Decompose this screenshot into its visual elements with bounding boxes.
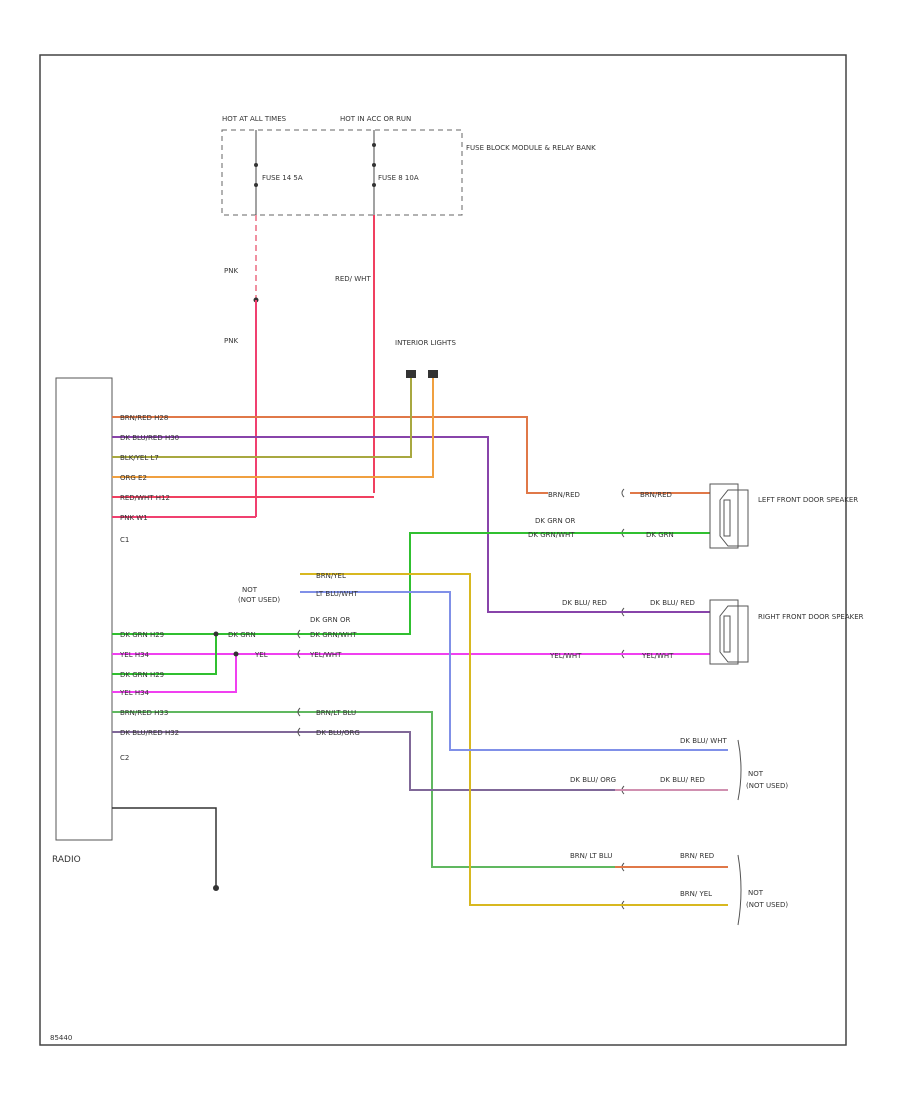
brn-yel-wire bbox=[300, 573, 615, 906]
c1-pin-4: ORG E2 bbox=[120, 474, 147, 482]
c2-pin-3: DK GRN H29 bbox=[120, 671, 164, 679]
brn-red-right-label: BRN/ RED bbox=[680, 852, 714, 860]
c2-pin-4: YEL H34 bbox=[119, 689, 150, 697]
connector-marks bbox=[297, 488, 625, 910]
dk-blu-org-right-label: DK BLU/ ORG bbox=[570, 776, 616, 784]
yel-splice-dot bbox=[233, 651, 239, 657]
lf-brn-red-right: BRN/RED bbox=[640, 491, 672, 499]
footer-code: 85440 bbox=[50, 1034, 72, 1042]
fuse-block-label: FUSE BLOCK MODULE & RELAY BANK bbox=[466, 144, 596, 152]
pnk-lower-label: PNK bbox=[224, 337, 238, 345]
lf-dk-grn: DK GRN bbox=[646, 531, 674, 539]
dk-blu-red-right-label: DK BLU/ RED bbox=[660, 776, 705, 784]
right-speaker-label: RIGHT FRONT DOOR SPEAKER bbox=[758, 613, 864, 621]
right-speaker-symbol bbox=[709, 599, 749, 665]
c2-label: C2 bbox=[120, 754, 129, 762]
lt-blu-wht-label: LT BLU/WHT bbox=[316, 590, 358, 598]
dk-blu-org-label: DK BLU/ORG bbox=[316, 729, 360, 737]
lf-dk-grn-or: DK GRN OR bbox=[535, 517, 575, 525]
c2-pin-1: DK GRN H29 bbox=[120, 631, 164, 639]
not-used-3-label: (NOT USED) bbox=[746, 901, 788, 909]
c1-brn-red-wire bbox=[112, 416, 548, 494]
fuse-block-box bbox=[221, 129, 463, 216]
c2-dk-blu-red-wire bbox=[112, 731, 615, 791]
c1-pin-1: BRN/RED H28 bbox=[120, 414, 168, 422]
dk-blu-wht-label: DK BLU/ WHT bbox=[680, 737, 727, 745]
hot-acc-run-label: HOT IN ACC OR RUN bbox=[340, 115, 411, 123]
fuse-14-symbol bbox=[254, 130, 258, 215]
c1-pin-2: DK BLU/RED H30 bbox=[120, 434, 179, 442]
c1-pin-5: RED/WHT H12 bbox=[120, 494, 170, 502]
radio-label: RADIO bbox=[52, 855, 81, 865]
not-used-3-top: NOT bbox=[748, 889, 764, 897]
hot-all-times-label: HOT AT ALL TIMES bbox=[222, 115, 287, 123]
interior-lights-label: INTERIOR LIGHTS bbox=[395, 339, 456, 347]
yel-splice-label: YEL bbox=[254, 651, 268, 659]
c2-dk-grn-jumper bbox=[112, 634, 217, 675]
not-used-2-label: (NOT USED) bbox=[746, 782, 788, 790]
brn-yel-right-label: BRN/ YEL bbox=[680, 890, 712, 898]
radio-box bbox=[55, 377, 113, 841]
left-speaker-symbol bbox=[709, 483, 749, 549]
c1-blk-yel-wire bbox=[112, 378, 412, 458]
bracket-1 bbox=[737, 739, 742, 801]
c2-yel-jumper bbox=[112, 654, 237, 693]
dk-grn-splice-label: DK GRN bbox=[228, 631, 256, 639]
lf-brn-red-left: BRN/RED bbox=[548, 491, 580, 499]
c2-pin-6: DK BLU/RED H32 bbox=[120, 729, 179, 737]
brn-lt-blu-right-label: BRN/ LT BLU bbox=[570, 852, 612, 860]
c1-org-wire bbox=[112, 378, 434, 478]
fuse-8-symbol bbox=[372, 130, 376, 215]
pnk-upper-label: PNK bbox=[224, 267, 238, 275]
interior-lights-pin-1 bbox=[406, 370, 416, 378]
rf-yel-wht-right: YEL/WHT bbox=[641, 652, 674, 660]
c1-label: C1 bbox=[120, 536, 129, 544]
dk-grn-or-label: DK GRN OR bbox=[310, 616, 350, 624]
rf-dk-blu-red-left: DK BLU/ RED bbox=[562, 599, 607, 607]
red-wht-label: RED/ WHT bbox=[335, 275, 371, 283]
yel-wht-label: YEL/WHT bbox=[309, 651, 342, 659]
c2-pin-5: BRN/RED H33 bbox=[120, 709, 168, 717]
ground-symbol bbox=[213, 885, 219, 891]
lf-dk-grn-wht: DK GRN/WHT bbox=[528, 531, 575, 539]
c2-pin-2: YEL H34 bbox=[119, 651, 150, 659]
c1-pin-6: PNK W1 bbox=[120, 514, 148, 522]
interior-lights-pin-2 bbox=[428, 370, 438, 378]
brn-lt-blu-label: BRN/LT BLU bbox=[316, 709, 356, 717]
left-speaker-label: LEFT FRONT DOOR SPEAKER bbox=[758, 496, 858, 504]
c1-pin-3: BLK/YEL L7 bbox=[120, 454, 159, 462]
diagram-border bbox=[39, 54, 847, 1046]
c1-dk-blu-red-wire bbox=[112, 436, 585, 613]
fuse-14-label: FUSE 14 5A bbox=[262, 174, 303, 182]
rf-dk-blu-red-right: DK BLU/ RED bbox=[650, 599, 695, 607]
ground-wire bbox=[112, 807, 217, 888]
dk-grn-wht-label: DK GRN/WHT bbox=[310, 631, 357, 639]
not-used-1-label: (NOT USED) bbox=[238, 596, 280, 604]
rf-yel-wht-left: YEL/WHT bbox=[549, 652, 582, 660]
lt-blu-wht-wire bbox=[300, 591, 728, 751]
brn-yel-label: BRN/YEL bbox=[316, 572, 346, 580]
c2-dk-grn-wire bbox=[112, 532, 588, 635]
fuse-8-label: FUSE 8 10A bbox=[378, 174, 419, 182]
not-used-2-top: NOT bbox=[748, 770, 764, 778]
not-used-1-top: NOT bbox=[242, 586, 258, 594]
bracket-2 bbox=[737, 854, 742, 926]
dk-grn-splice-dot bbox=[213, 631, 219, 637]
